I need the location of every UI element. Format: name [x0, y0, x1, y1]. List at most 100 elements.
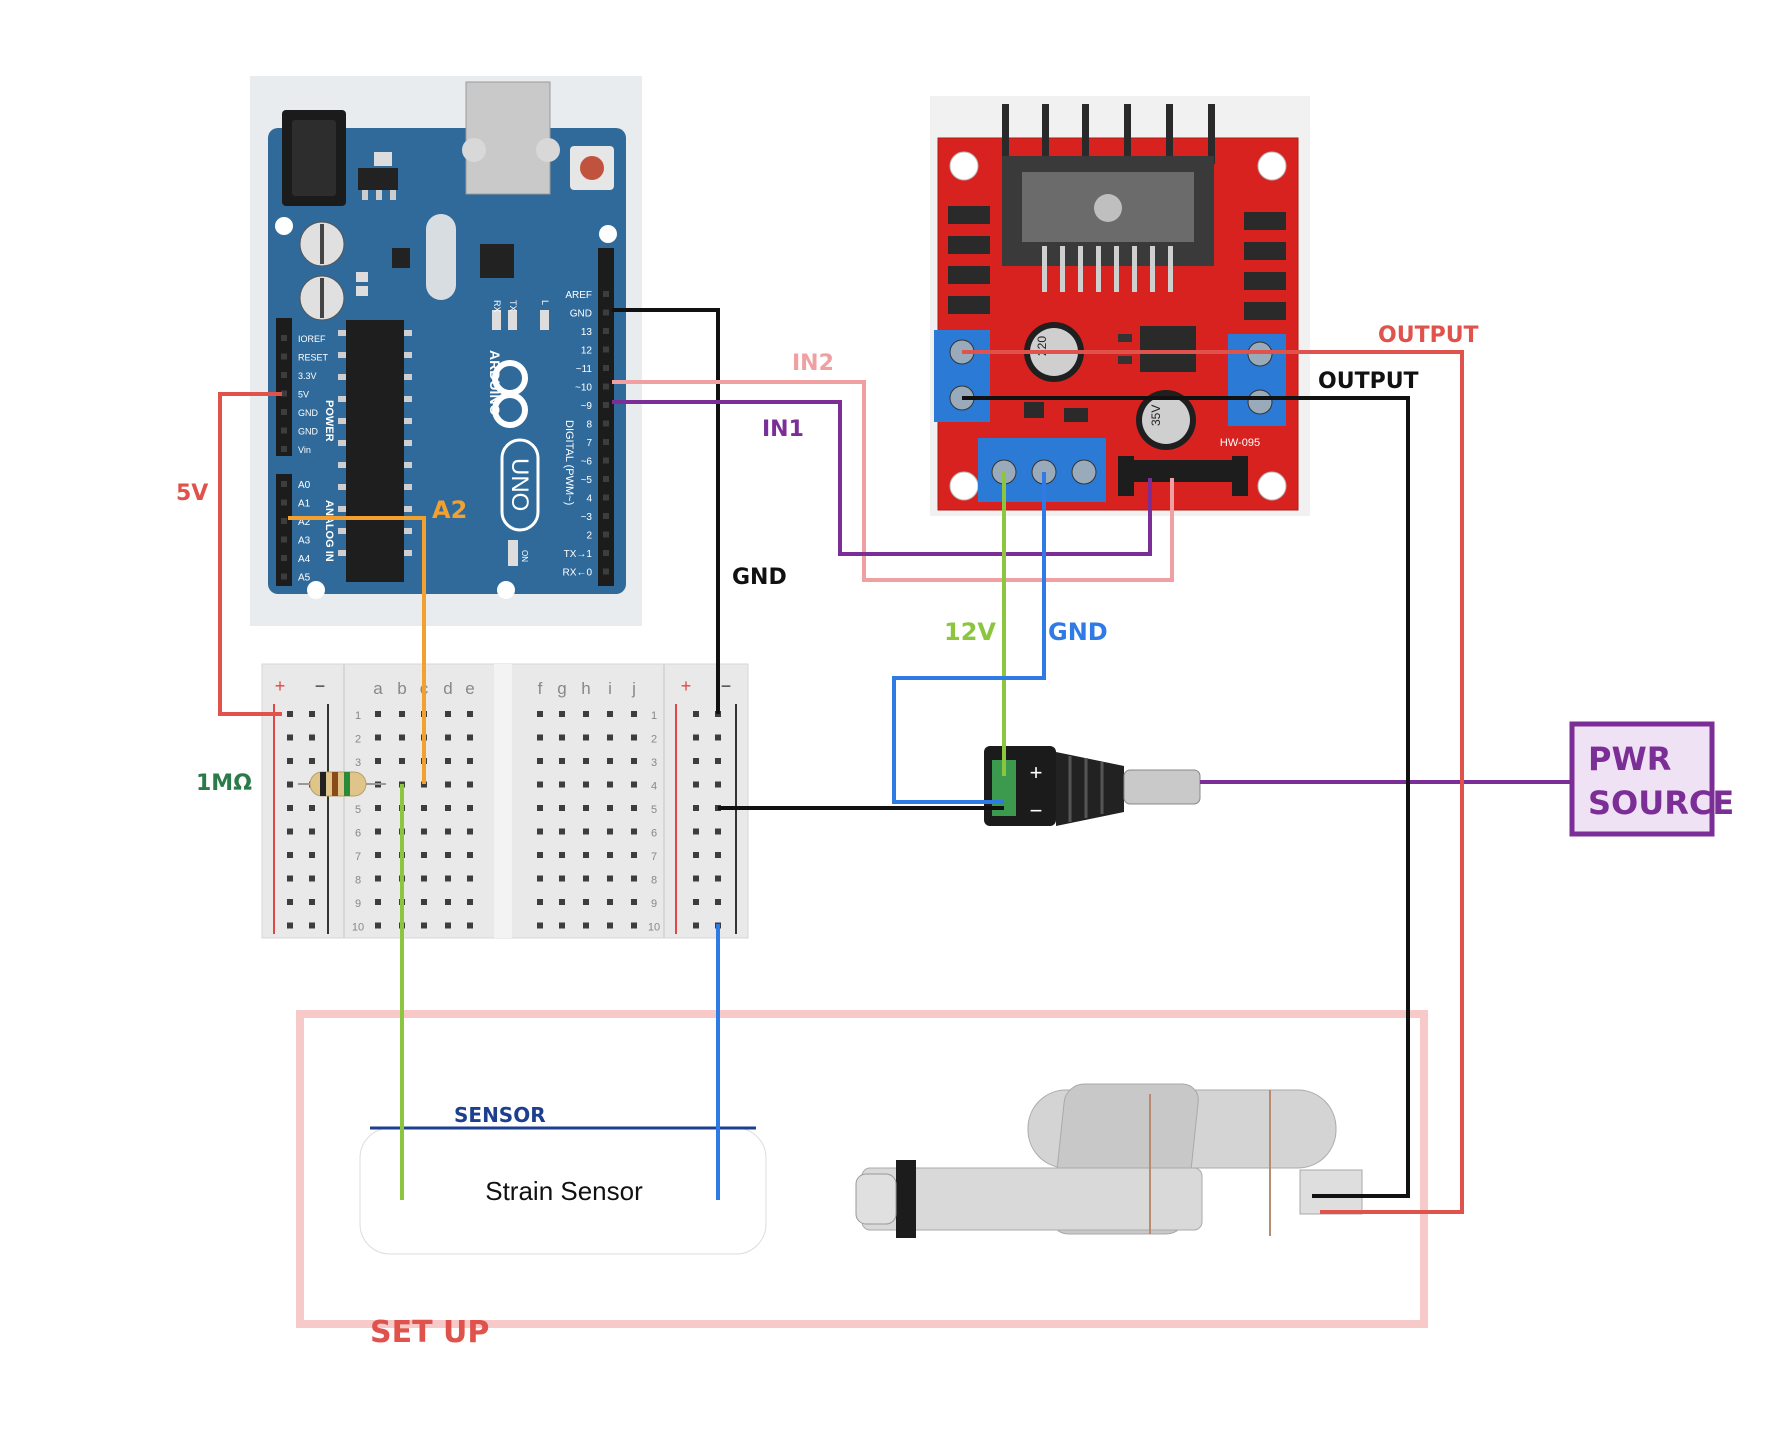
- breadboard-hole: [559, 805, 565, 811]
- on-led-label: ON: [520, 550, 529, 562]
- header-pin-hole: [603, 328, 609, 334]
- header-pin-hole: [603, 346, 609, 353]
- breadboard-hole: [631, 758, 637, 764]
- breadboard-hole: [631, 922, 637, 929]
- header-pin-hole: [603, 365, 609, 371]
- rail-hole: [715, 828, 721, 835]
- digital-pin-label: AREF: [565, 290, 592, 301]
- breadboard-column-label: g: [557, 679, 566, 698]
- breadboard-hole: [631, 781, 637, 788]
- label-in1: IN1: [762, 417, 804, 442]
- atmega-chip: [346, 320, 404, 582]
- label-in2: IN2: [792, 351, 834, 376]
- breadboard-minus-left: −: [315, 676, 326, 696]
- digital-pin-label: 4: [586, 494, 592, 505]
- rx-led-label: RX: [492, 300, 502, 313]
- breadboard-hole: [375, 805, 381, 811]
- breadboard-column-label: d: [443, 679, 452, 698]
- rail-hole: [715, 852, 721, 858]
- l-led-label: L: [540, 300, 550, 305]
- rail-hole: [715, 875, 721, 882]
- wire-arduino-gnd: [612, 308, 720, 714]
- breadboard-hole: [467, 828, 473, 835]
- breadboard-hole: [537, 922, 543, 929]
- breadboard-hole: [445, 899, 451, 905]
- breadboard-row-label: 1: [355, 710, 361, 722]
- motor-driver-board: 220 35V HW-095: [930, 96, 1310, 516]
- header-pin-hole: [281, 536, 287, 543]
- breadboard-hole: [583, 852, 589, 858]
- breadboard-hole: [559, 899, 565, 905]
- label-12v: 12V: [944, 618, 996, 646]
- resistor-1m: [298, 771, 386, 797]
- breadboard-hole: [467, 805, 473, 811]
- uno-model-label: UNO: [506, 458, 533, 511]
- breadboard-hole: [559, 852, 565, 858]
- rail-hole: [287, 922, 293, 929]
- breadboard-row-label: 1: [651, 710, 657, 722]
- jack-plus-label: +: [1030, 760, 1043, 785]
- header-pin-hole: [281, 446, 287, 452]
- breadboard-hole: [467, 734, 473, 741]
- header-pin-hole: [281, 481, 287, 487]
- label-a2: A2: [432, 496, 467, 524]
- setup-label: SET UP: [370, 1315, 489, 1350]
- breadboard-row-label: 7: [651, 851, 657, 863]
- digital-pin-label: 8: [586, 420, 592, 431]
- power-pin-label: RESET: [298, 353, 329, 363]
- breadboard-hole: [583, 711, 589, 717]
- label-gnd-blue: GND: [1048, 618, 1108, 646]
- breadboard-hole: [537, 875, 543, 882]
- digital-pin-label: RX←0: [563, 568, 593, 579]
- header-pin-hole: [603, 513, 609, 519]
- rail-hole: [715, 781, 721, 788]
- breadboard-hole: [631, 734, 637, 741]
- rail-hole: [309, 828, 315, 835]
- breadboard-row-label: 6: [355, 828, 361, 840]
- breadboard-row-label: 10: [352, 922, 364, 934]
- breadboard-row-label: 9: [651, 898, 657, 910]
- header-pin-hole: [281, 555, 287, 561]
- rail-hole: [309, 711, 315, 717]
- breadboard-row-label: 8: [355, 875, 361, 887]
- digital-pin-label: ~3: [581, 512, 593, 523]
- breadboard-row-label: 9: [355, 898, 361, 910]
- breadboard-row-label: 5: [651, 804, 657, 816]
- breadboard-column-label: a: [373, 679, 383, 698]
- analog-pin-label: A0: [298, 480, 311, 491]
- sensor-title-label: SENSOR: [454, 1103, 546, 1127]
- label-output-black: OUTPUT: [1318, 369, 1419, 394]
- breadboard-hole: [559, 828, 565, 835]
- breadboard-hole: [467, 781, 473, 788]
- breadboard-hole: [631, 711, 637, 717]
- breadboard-hole: [467, 875, 473, 882]
- digital-pin-label: 13: [581, 327, 593, 338]
- wire-in1: [612, 400, 1152, 556]
- breadboard-hole: [445, 805, 451, 811]
- breadboard-hole: [375, 852, 381, 858]
- power-pin-label: GND: [298, 427, 319, 437]
- wire-in2: [612, 380, 1174, 582]
- breadboard-hole: [467, 899, 473, 905]
- breadboard-column-label: i: [608, 679, 612, 698]
- breadboard-hole: [467, 852, 473, 858]
- arduino-brand-label: ARDUINO: [487, 350, 503, 415]
- breadboard-hole: [559, 922, 565, 929]
- power-pin-label: IOREF: [298, 334, 326, 344]
- uno-badge: [500, 438, 540, 532]
- rail-hole: [693, 875, 699, 882]
- breadboard-column-label: f: [538, 679, 543, 698]
- breadboard-hole: [445, 828, 451, 835]
- analog-pin-label: A5: [298, 573, 311, 584]
- breadboard-row-label: 2: [651, 734, 657, 746]
- breadboard-hole: [559, 734, 565, 741]
- power-source-box: PWR SOURCE: [1569, 721, 1734, 837]
- breadboard-column-label: e: [465, 679, 474, 698]
- analog-pin-label: A2: [298, 517, 311, 528]
- digital-pin-label: 12: [581, 346, 593, 357]
- header-pin-hole: [603, 291, 609, 297]
- rail-hole: [287, 852, 293, 858]
- analog-pin-label: A1: [298, 499, 311, 510]
